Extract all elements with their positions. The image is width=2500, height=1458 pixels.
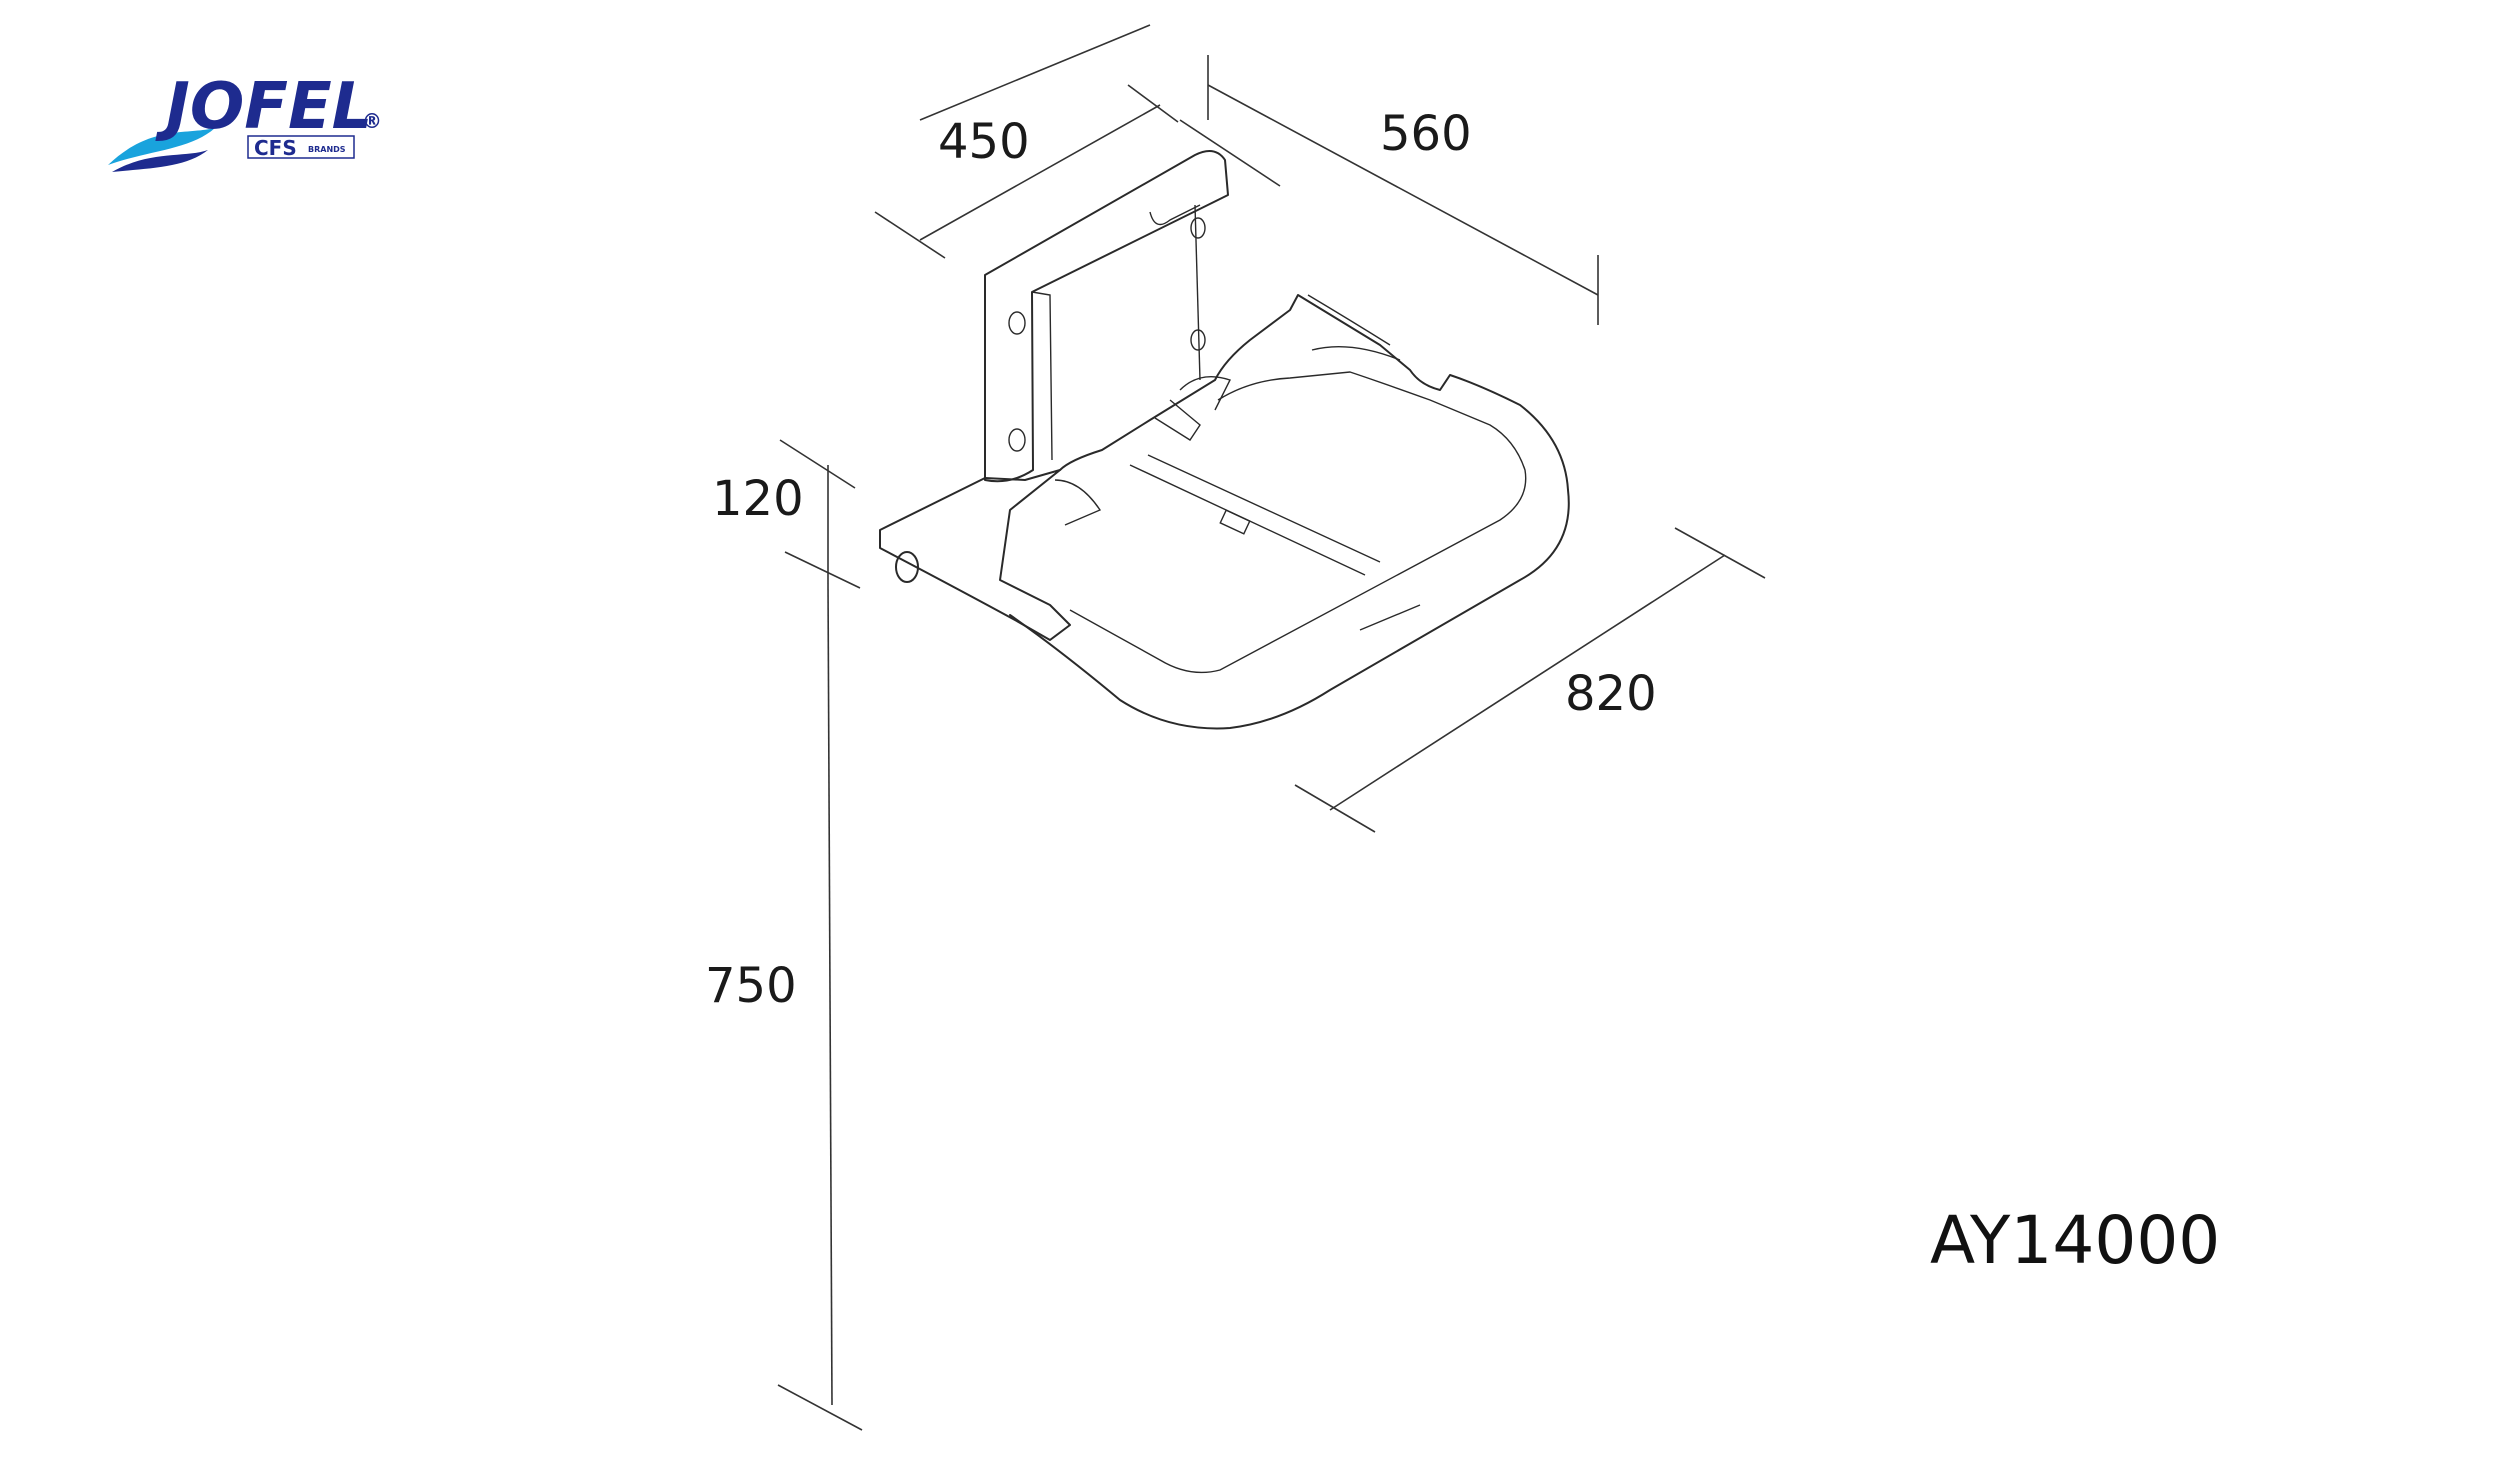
wave-icon [112,150,208,172]
logo-sub-frame [247,135,355,159]
logo-sub-brand-small-text: BRANDS [308,145,346,154]
model-number: AY14000 [1930,1202,2220,1279]
seat-frame-outer [1009,294,1570,730]
hinge-block [879,469,1071,641]
seat-frame-inner [1069,371,1527,674]
logo-sub-brand-text: CFS [254,136,297,160]
back-plate [984,150,1229,483]
logo-brand-text: JOFEL [155,70,372,144]
hinge-pin [895,551,919,583]
dimension-seat-height-label: 750 [705,958,797,1014]
dimension-lines [777,24,1766,1431]
dimension-depth-label: 450 [938,114,1030,170]
brand-logo: JOFEL ® CFS BRANDS [108,70,382,172]
dimension-back-height-label: 120 [712,471,804,527]
logo-registered-mark: ® [362,109,382,133]
seat-crossbar [1129,454,1381,576]
dimension-width-label: 560 [1380,106,1472,162]
wave-icon [108,128,215,165]
dimension-total-height-label: 820 [1565,666,1657,722]
folding-seat-drawing [879,150,1570,730]
